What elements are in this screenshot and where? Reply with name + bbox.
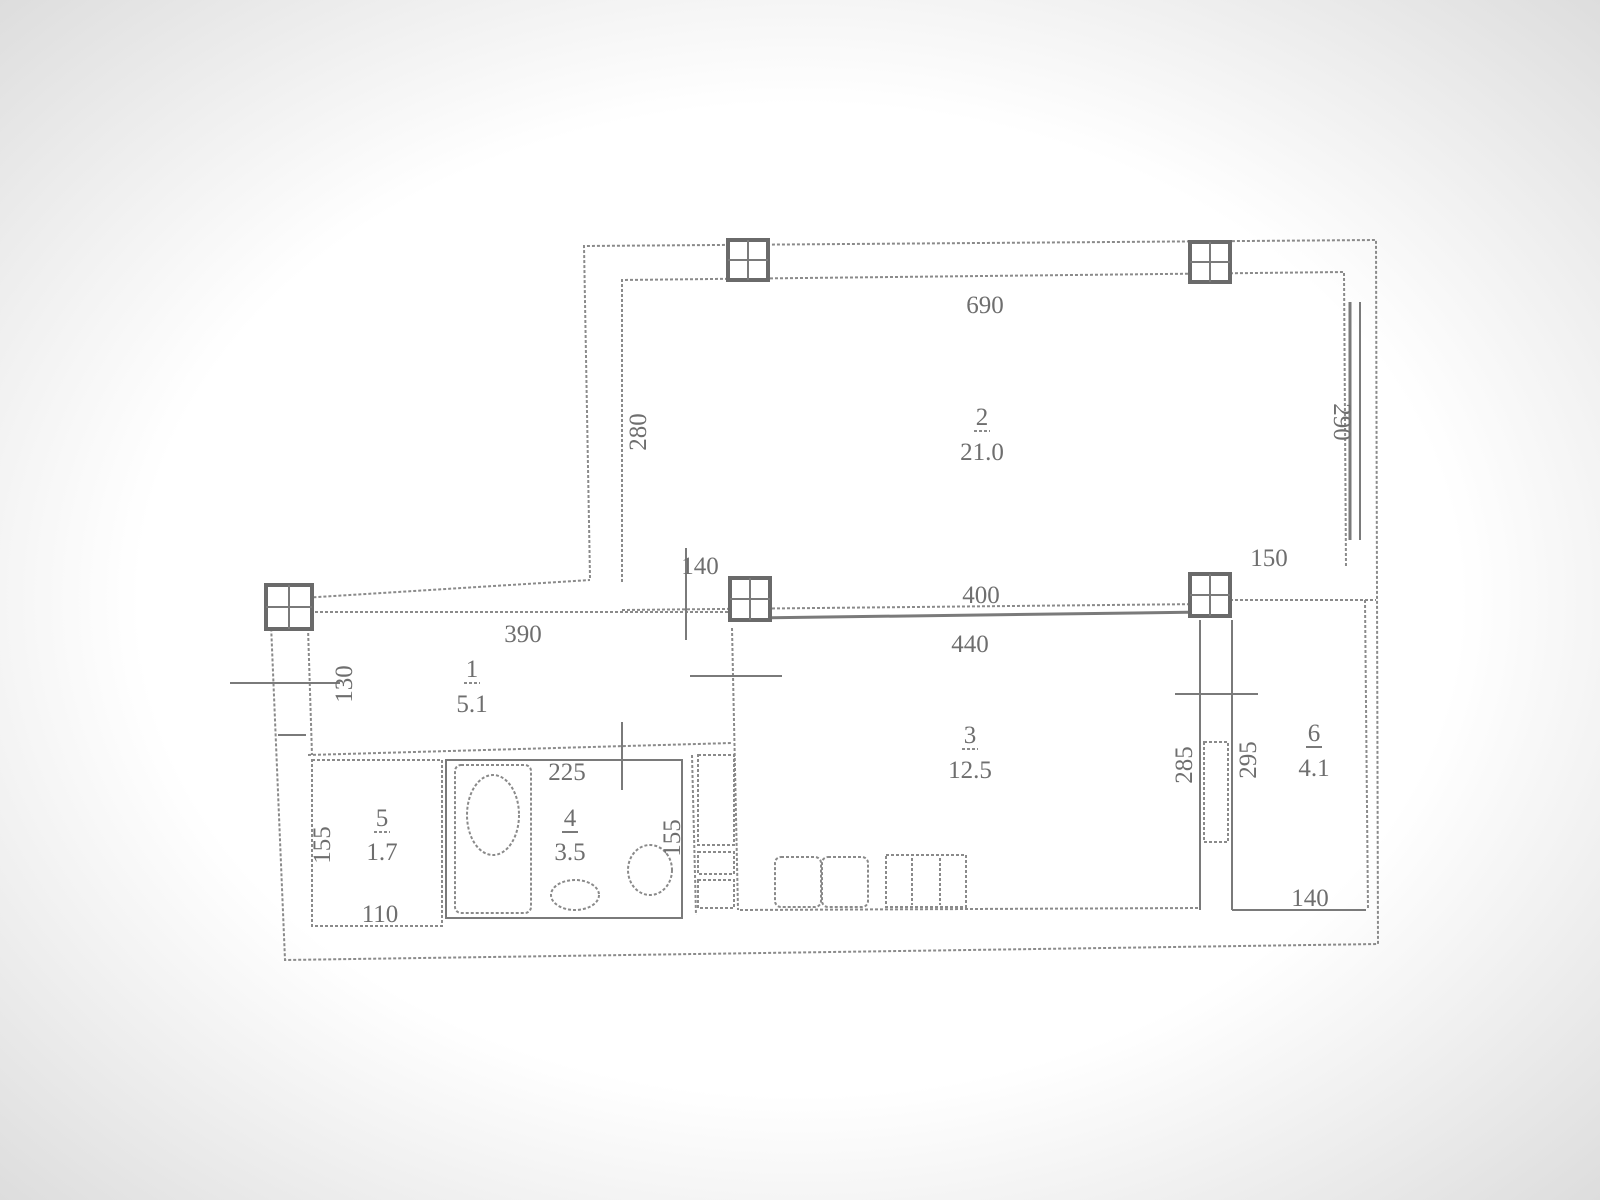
room-1-label: 1 5.1 [456, 656, 487, 718]
dim-room2-bottom-left: 140 [681, 553, 719, 580]
dim-room2-left: 280 [625, 413, 652, 451]
room-number: 6 [1308, 720, 1321, 747]
room-area: 3.5 [554, 839, 585, 866]
dim-room6-left: 295 [1235, 741, 1262, 779]
dim-room5-left: 155 [309, 826, 336, 864]
column [1188, 572, 1232, 618]
room-number: 5 [376, 805, 389, 832]
bathtub-icon [454, 764, 532, 914]
room-3-label: 3 12.5 [948, 722, 992, 784]
dim-room4-right: 155 [659, 819, 686, 857]
room-4-label: 4 3.5 [554, 805, 585, 866]
room-5-label: 5 1.7 [366, 805, 397, 866]
room-number: 1 [466, 656, 479, 683]
room-area: 1.7 [366, 839, 397, 866]
room-6-label: 6 4.1 [1298, 720, 1329, 782]
dim-room5-bottom: 110 [362, 901, 399, 928]
room-area: 21.0 [960, 439, 1004, 466]
room-number: 2 [976, 404, 989, 431]
room-2-label: 2 21.0 [960, 404, 1004, 466]
room-number: 3 [964, 722, 977, 749]
stove-icon [885, 854, 967, 908]
room-area: 12.5 [948, 757, 992, 784]
dim-room3-right: 285 [1171, 746, 1198, 784]
washbasin-icon [550, 879, 600, 911]
cabinets-icon [697, 754, 735, 909]
dim-room1-top: 390 [504, 621, 542, 648]
structural-columns [264, 238, 1232, 631]
dimension-labels: 690 280 290 400 140 150 390 130 440 285 … [309, 292, 1355, 928]
column [728, 576, 772, 622]
dim-room6-bottom: 140 [1291, 885, 1329, 912]
dim-room4-top: 225 [548, 759, 586, 786]
column [264, 583, 314, 631]
dim-room1-left: 130 [331, 665, 358, 703]
toilet-icon [627, 844, 673, 896]
room-area: 4.1 [1298, 755, 1329, 782]
room-number: 4 [564, 805, 577, 832]
column [726, 238, 770, 282]
column [1188, 240, 1232, 284]
dim-room2-bottom: 400 [962, 582, 1000, 609]
sink-icon [774, 856, 869, 908]
dim-room2-bottom-right: 150 [1250, 545, 1288, 572]
dim-room2-right: 290 [1328, 403, 1355, 441]
room-area: 5.1 [456, 691, 487, 718]
dim-room2-top: 690 [966, 292, 1004, 319]
outer-walls [230, 238, 1380, 962]
dim-room3-top: 440 [951, 631, 989, 658]
